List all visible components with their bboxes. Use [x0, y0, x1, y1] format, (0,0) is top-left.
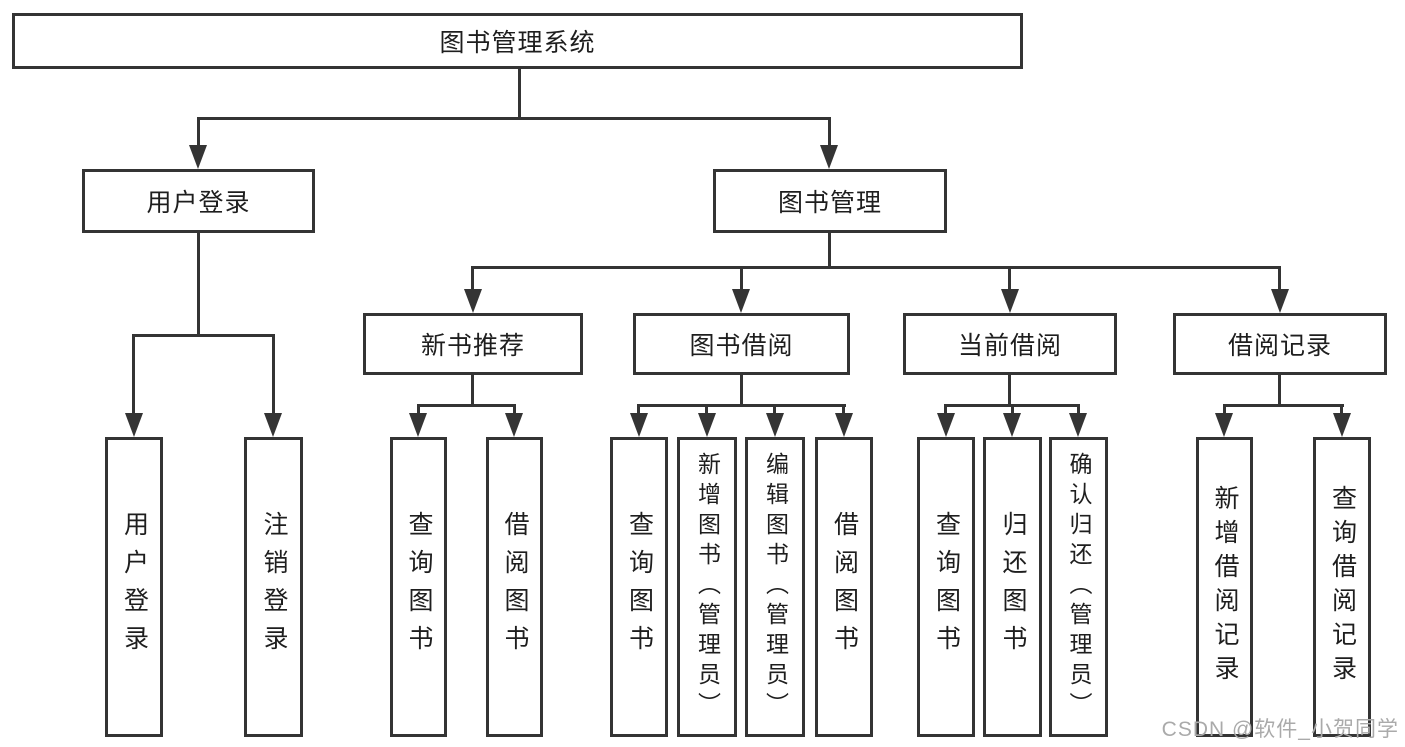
leaf-label: 新增图书（管理员） [694, 452, 721, 722]
connector-stem [1077, 404, 1080, 415]
connector-rail-new-book [417, 404, 516, 407]
arrow-down-icon [937, 413, 955, 437]
node-book-management-branch: 图书管理 [713, 169, 947, 233]
leaf-borrow-books-borrowing: 借阅图书 [815, 437, 873, 737]
leaf-query-books-borrowing: 查询图书 [610, 437, 668, 737]
node-label: 图书管理 [777, 189, 882, 217]
connector-stem [705, 404, 708, 415]
node-label: 图书借阅 [689, 332, 794, 360]
leaf-label: 借阅图书 [830, 511, 859, 663]
leaf-query-borrow-record: 查询借阅记录 [1313, 437, 1371, 737]
node-label: 用户登录 [146, 189, 251, 217]
leaf-borrow-books-newbook: 借阅图书 [486, 437, 543, 737]
leaf-label: 确认归还（管理员） [1066, 452, 1092, 722]
node-borrow-records: 借阅记录 [1173, 313, 1387, 375]
arrow-down-icon [766, 413, 784, 437]
connector-stem [1008, 266, 1011, 291]
arrow-down-icon [409, 413, 427, 437]
connector-stem [272, 334, 275, 415]
node-root-label: 图书管理系统 [439, 29, 596, 57]
leaf-label: 借阅图书 [501, 511, 529, 663]
leaf-label: 查询图书 [625, 511, 654, 663]
connector-trunk [1008, 375, 1011, 407]
node-label: 借阅记录 [1227, 332, 1332, 360]
connector-level2-rail [197, 117, 831, 120]
node-label: 当前借阅 [957, 332, 1062, 360]
connector-stem [132, 334, 135, 415]
connector-stem-user-login [197, 117, 200, 146]
arrow-down-icon [732, 289, 750, 313]
arrow-down-icon [125, 413, 143, 437]
leaf-label: 新增借阅记录 [1211, 485, 1239, 689]
leaf-label: 查询图书 [405, 511, 433, 663]
connector-stem [1223, 404, 1226, 415]
arrow-down-icon [630, 413, 648, 437]
leaf-user-login: 用户登录 [105, 437, 163, 737]
connector-trunk [740, 375, 743, 407]
connector-stem [1278, 266, 1281, 291]
connector-user-login-trunk [197, 233, 200, 336]
connector-stem [773, 404, 776, 415]
arrow-down-icon [189, 145, 207, 169]
arrow-down-icon [1215, 413, 1233, 437]
connector-stem-book-mgmt [828, 117, 831, 146]
arrow-down-icon [1069, 413, 1087, 437]
arrow-down-icon [1001, 289, 1019, 313]
arrow-down-icon [505, 413, 523, 437]
leaf-add-book-admin: 新增图书（管理员） [677, 437, 737, 737]
connector-stem [944, 404, 947, 415]
leaf-query-books-newbook: 查询图书 [390, 437, 447, 737]
node-label: 新书推荐 [420, 332, 525, 360]
node-book-borrowing: 图书借阅 [633, 313, 850, 375]
node-current-borrowing: 当前借阅 [903, 313, 1117, 375]
leaf-return-books: 归还图书 [983, 437, 1042, 737]
leaf-label: 查询借阅记录 [1328, 485, 1357, 689]
node-root: 图书管理系统 [12, 13, 1023, 69]
arrow-down-icon [835, 413, 853, 437]
connector-trunk [1278, 375, 1281, 407]
connector-book-mgmt-trunk [828, 233, 831, 268]
leaf-label: 查询图书 [932, 511, 961, 663]
csdn-watermark: CSDN @软件_小贺同学 [1161, 718, 1399, 741]
arrow-down-icon [1003, 413, 1021, 437]
connector-rail-borrow-records [1223, 404, 1344, 407]
connector-stem [637, 404, 640, 415]
arrow-down-icon [264, 413, 282, 437]
connector-root-trunk [518, 68, 521, 118]
node-user-login-branch: 用户登录 [82, 169, 315, 233]
leaf-label: 用户登录 [120, 511, 149, 663]
arrow-down-icon [1271, 289, 1289, 313]
connector-trunk [471, 375, 474, 407]
connector-stem [471, 266, 474, 291]
connector-stem [842, 404, 845, 415]
leaf-query-books-current: 查询图书 [917, 437, 975, 737]
connector-stem [513, 404, 516, 415]
connector-stem [417, 404, 420, 415]
leaf-add-borrow-record: 新增借阅记录 [1196, 437, 1253, 737]
arrow-down-icon [820, 145, 838, 169]
node-new-book-recommend: 新书推荐 [363, 313, 583, 375]
connector-stem [1340, 404, 1343, 415]
connector-user-login-rail [132, 334, 274, 337]
connector-level3-rail [471, 266, 1281, 269]
leaf-edit-book-admin: 编辑图书（管理员） [745, 437, 805, 737]
arrow-down-icon [698, 413, 716, 437]
leaf-label: 注销登录 [260, 511, 288, 663]
connector-stem [1011, 404, 1014, 415]
connector-stem [740, 266, 743, 291]
leaf-logout: 注销登录 [244, 437, 303, 737]
arrow-down-icon [1333, 413, 1351, 437]
leaf-confirm-return-admin: 确认归还（管理员） [1049, 437, 1108, 737]
connector-rail-book-borrowing [637, 404, 846, 407]
leaf-label: 编辑图书（管理员） [762, 452, 789, 722]
arrow-down-icon [464, 289, 482, 313]
leaf-label: 归还图书 [999, 511, 1027, 663]
